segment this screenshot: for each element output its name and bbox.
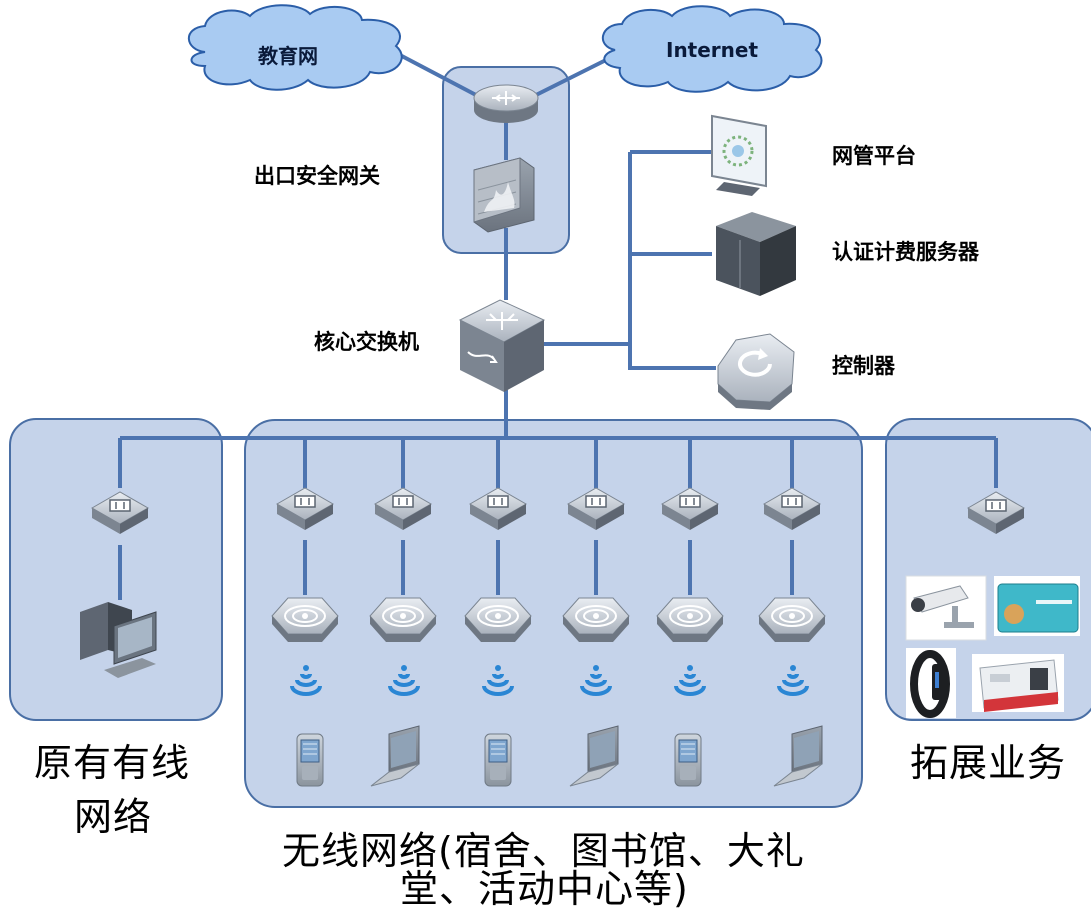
router-icon [473, 84, 539, 123]
wired-network-group-box [9, 418, 223, 721]
monitor-icon [711, 114, 767, 196]
cloud-label-internet: Internet [666, 38, 759, 62]
smart-card-icon [994, 576, 1080, 636]
core-switch-label: 核心交换机 [314, 330, 419, 354]
firewall-icon [473, 157, 535, 233]
cloud-label-education: 教育网 [258, 44, 318, 68]
cloud-internet [602, 5, 823, 93]
wired-group-title-line2: 网络 [74, 795, 153, 839]
expansion-group-title: 拓展业务 [910, 741, 1067, 785]
card-reader-icon [972, 654, 1064, 712]
surveillance-camera-icon [905, 575, 987, 641]
nms-label: 网管平台 [832, 144, 916, 168]
gateway-label: 出口安全网关 [254, 164, 380, 188]
controller-label: 控制器 [832, 354, 895, 378]
expansion-group-box [885, 418, 1091, 721]
wired-group-title-line1: 原有有线 [34, 741, 191, 785]
auth-server-label: 认证计费服务器 [832, 240, 979, 264]
cloud-education-network [187, 4, 403, 91]
handheld-device-icon [484, 733, 512, 787]
server-icon [716, 212, 796, 296]
wireless-group-title-line2: 堂、活动中心等) [400, 867, 689, 911]
smart-wristband-icon [906, 648, 956, 718]
controller-icon [717, 333, 795, 410]
handheld-device-icon [296, 733, 324, 787]
core-switch-icon [458, 299, 546, 392]
wireless-group-title-line1: 无线网络(宿舍、图书馆、大礼 [282, 829, 805, 873]
handheld-device-icon [674, 733, 702, 787]
desktop-computer-icon [80, 602, 157, 678]
